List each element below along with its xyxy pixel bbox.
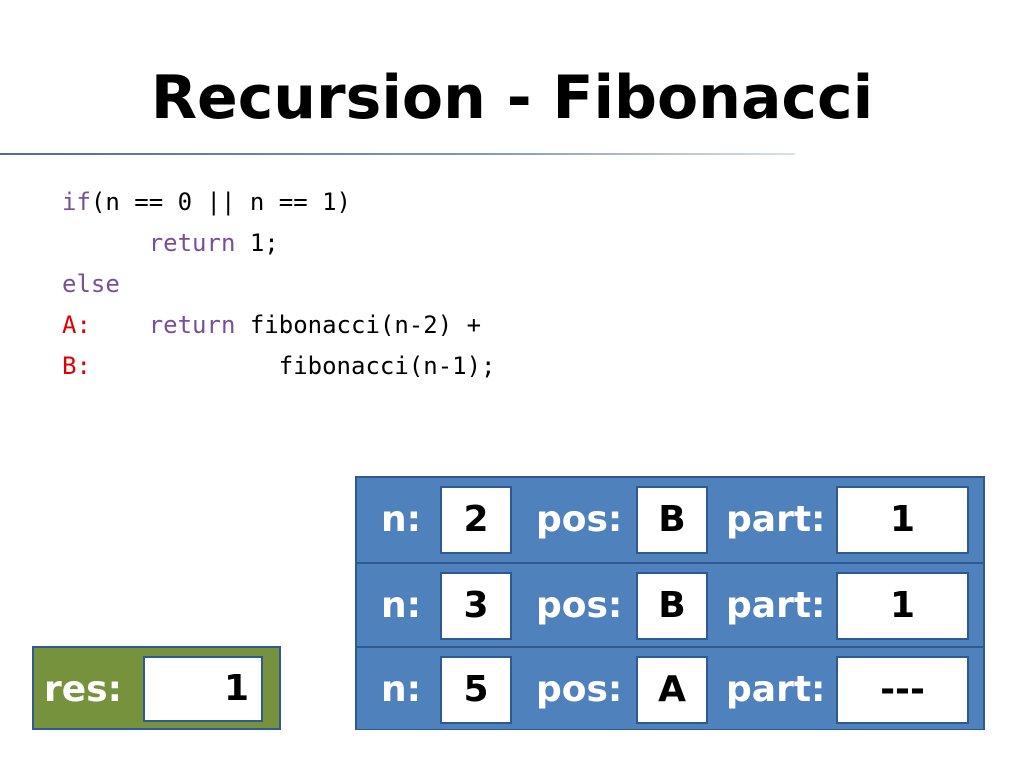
- code-keyword: else: [62, 270, 120, 298]
- code-text: 1;: [235, 229, 279, 257]
- frame-part-value: 1: [836, 486, 969, 554]
- frame-pos-label: pos:: [536, 669, 623, 710]
- frame-n-label: n:: [381, 499, 422, 540]
- frame-n-label: n:: [381, 585, 422, 626]
- code-line: if(n == 0 || n == 1): [62, 182, 495, 223]
- result-panel: res: 1: [32, 646, 281, 730]
- code-text: (n == 0 || n == 1): [90, 188, 351, 216]
- frame-n-value: 2: [440, 486, 512, 554]
- result-value: 1: [143, 656, 263, 722]
- code-text: [91, 311, 149, 339]
- frame-part-label: part:: [726, 585, 826, 626]
- frame-n-value: 3: [440, 572, 512, 640]
- title-divider: [0, 153, 795, 155]
- code-text: [62, 229, 149, 257]
- frame-pos-label: pos:: [536, 499, 623, 540]
- frame-part-value: 1: [836, 572, 969, 640]
- code-label: B:: [62, 352, 91, 380]
- code-line: B: fibonacci(n-1);: [62, 346, 495, 387]
- frame-part-label: part:: [726, 499, 826, 540]
- frame-part-value: ---: [836, 656, 969, 724]
- code-text: fibonacci(n-1);: [90, 352, 496, 380]
- code-text: fibonacci(n-2) +: [235, 311, 482, 339]
- code-keyword: return: [148, 229, 236, 257]
- frame-pos-value: B: [636, 572, 708, 640]
- frame-pos-label: pos:: [536, 585, 623, 626]
- code-label: A:: [62, 311, 91, 339]
- frame-part-label: part:: [726, 669, 826, 710]
- code-keyword: return: [148, 311, 236, 339]
- slide-title: Recursion - Fibonacci: [150, 63, 874, 133]
- code-line: return 1;: [62, 223, 495, 264]
- result-label: res:: [44, 669, 122, 710]
- code-keyword: if: [62, 188, 91, 216]
- frame-n-label: n:: [381, 669, 422, 710]
- code-line: A: return fibonacci(n-2) +: [62, 305, 495, 346]
- frame-pos-value: A: [636, 656, 708, 724]
- code-line: else: [62, 264, 495, 305]
- frame-n-value: 5: [440, 656, 512, 724]
- frame-pos-value: B: [636, 486, 708, 554]
